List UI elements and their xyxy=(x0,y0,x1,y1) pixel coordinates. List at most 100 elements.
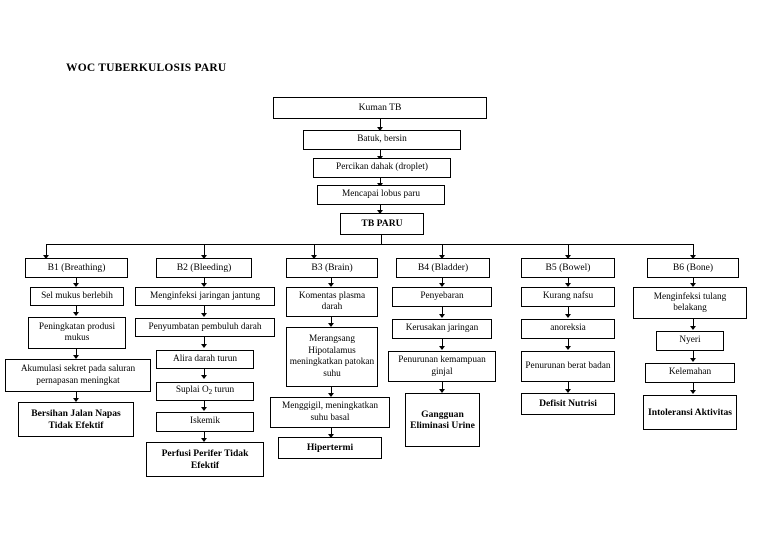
node-label: TB PARU xyxy=(361,218,403,230)
node-label: Perfusi Perifer Tidak Efektif xyxy=(161,448,249,471)
node-label: Menginfeksi tulang belakang xyxy=(653,291,727,314)
arrow-head xyxy=(439,255,445,259)
node-label: Nyeri xyxy=(679,335,701,346)
distribution-bar xyxy=(46,244,693,245)
arrow-head xyxy=(565,255,571,259)
column-header-b1: B1 (Breathing) xyxy=(25,258,128,278)
node-b5-n3: Penurunan berat badan xyxy=(521,351,615,382)
node-b4-n1: Penyebaran xyxy=(392,287,492,307)
connector-line xyxy=(331,317,332,326)
arrow-head xyxy=(377,210,383,214)
node-b1-n4: Bersihan Jalan Napas Tidak Efektif xyxy=(18,402,134,437)
connector-line xyxy=(331,428,332,437)
connector-line xyxy=(380,178,381,186)
arrow-head xyxy=(201,283,207,287)
column-header-b3: B3 (Brain) xyxy=(286,258,378,278)
node-label: Bersihan Jalan Napas Tidak Efektif xyxy=(31,408,121,431)
node-b3-n1: Komentas plasma darah xyxy=(286,287,378,317)
node-label: Kerusakan jaringan xyxy=(405,323,479,334)
arrow-head xyxy=(377,127,383,131)
node-b4-n2: Kerusakan jaringan xyxy=(392,319,492,339)
node-label: Percikan dahak (droplet) xyxy=(336,162,428,173)
arrow-head xyxy=(201,313,207,317)
arrow-head xyxy=(439,283,445,287)
node-label: Kuman TB xyxy=(358,102,402,114)
connector-line xyxy=(568,382,569,392)
node-b2-n5: Iskemik xyxy=(156,412,254,432)
arrow-head xyxy=(73,398,79,402)
connector-line xyxy=(331,387,332,396)
node-label: Kurang nafsu xyxy=(542,291,594,302)
column-header-b2: B2 (Bleeding) xyxy=(156,258,252,278)
arrow-head xyxy=(565,314,571,318)
node-label: Batuk, bersin xyxy=(357,134,407,145)
connector-line xyxy=(76,278,77,286)
node-b2-n6: Perfusi Perifer Tidak Efektif xyxy=(146,442,264,477)
node-label: Intoleransi Aktivitas xyxy=(648,406,732,418)
node-b2-n4: Suplai O2 turun xyxy=(156,382,254,401)
arrow-head xyxy=(201,438,207,442)
connector-line xyxy=(76,349,77,358)
connector-line xyxy=(568,278,569,286)
node-b2-n1: Menginfeksi jaringan jantung xyxy=(135,287,275,306)
node-b5-n1: Kurang nafsu xyxy=(521,287,615,307)
arrow-head xyxy=(328,323,334,327)
connector-line xyxy=(381,235,382,244)
connector-line xyxy=(331,278,332,286)
connector-line xyxy=(204,401,205,410)
node-label: Menginfeksi jaringan jantung xyxy=(150,290,260,301)
arrow-head xyxy=(311,255,317,259)
node-label: Alira darah turun xyxy=(172,353,238,364)
column-header-label: B6 (Bone) xyxy=(672,262,714,274)
node-label: Merangsang Hipotalamus meningkatkan pato… xyxy=(289,334,375,379)
node-b6-n3: Kelemahan xyxy=(645,363,735,383)
connector-line xyxy=(76,306,77,315)
node-label: Defisit Nutrisi xyxy=(539,398,597,410)
node-b4-n3: Penurunan kemampuan ginjal xyxy=(388,351,496,382)
node-label: Hipertermi xyxy=(306,442,354,454)
node-b6-n1: Menginfeksi tulang belakang xyxy=(633,287,747,319)
node-label: Penyebaran xyxy=(420,291,464,302)
node-label: Komentas plasma darah xyxy=(298,290,366,313)
arrow-head xyxy=(690,390,696,394)
node-b3-n2: Merangsang Hipotalamus meningkatkan pato… xyxy=(286,327,378,387)
connector-line xyxy=(76,392,77,401)
arrow-head xyxy=(565,346,571,350)
node-b5-n4: Defisit Nutrisi xyxy=(521,393,615,415)
node-label: Suplai O2 turun xyxy=(159,385,251,399)
column-header-b5: B5 (Bowel) xyxy=(521,258,615,278)
node-b6-n4: Intoleransi Aktivitas xyxy=(643,395,737,430)
connector-line xyxy=(693,351,694,361)
node-label: Penyumbatan pembuluh darah xyxy=(148,321,262,332)
connector-line xyxy=(568,307,569,317)
connector-line xyxy=(204,369,205,378)
connector-line xyxy=(442,244,443,257)
node-b5-n2: anoreksia xyxy=(521,319,615,339)
connector-line xyxy=(442,278,443,286)
arrow-head xyxy=(565,389,571,393)
arrow-head xyxy=(690,358,696,362)
node-b2-n2: Penyumbatan pembuluh darah xyxy=(135,318,275,337)
connector-line xyxy=(380,119,381,129)
node-b3-n4: Hipertermi xyxy=(278,437,382,459)
node-label: Iskemik xyxy=(190,416,220,427)
node-b1-n2: Peningkatan produsi mukus xyxy=(28,317,126,349)
connector-line xyxy=(204,306,205,316)
connector-line xyxy=(204,278,205,286)
node-label: Mencapai lobus paru xyxy=(342,189,420,200)
connector-line xyxy=(693,278,694,286)
arrow-head xyxy=(328,393,334,397)
node-b6-n2: Nyeri xyxy=(656,331,724,351)
connector-line xyxy=(442,382,443,392)
column-header-label: B3 (Brain) xyxy=(311,262,353,274)
page-title: WOC TUBERKULOSIS PARU xyxy=(66,62,227,74)
node-label: Kelemahan xyxy=(668,367,712,378)
node-b1-n1: Sel mukus berlebih xyxy=(30,287,124,306)
arrow-head xyxy=(201,255,207,259)
node-kuman-tb: Kuman TB xyxy=(273,97,487,119)
node-label: Peningkatan produsi mukus xyxy=(38,321,116,344)
node-tb-paru: TB PARU xyxy=(340,213,424,235)
connector-line xyxy=(380,205,381,213)
arrow-head xyxy=(201,344,207,348)
